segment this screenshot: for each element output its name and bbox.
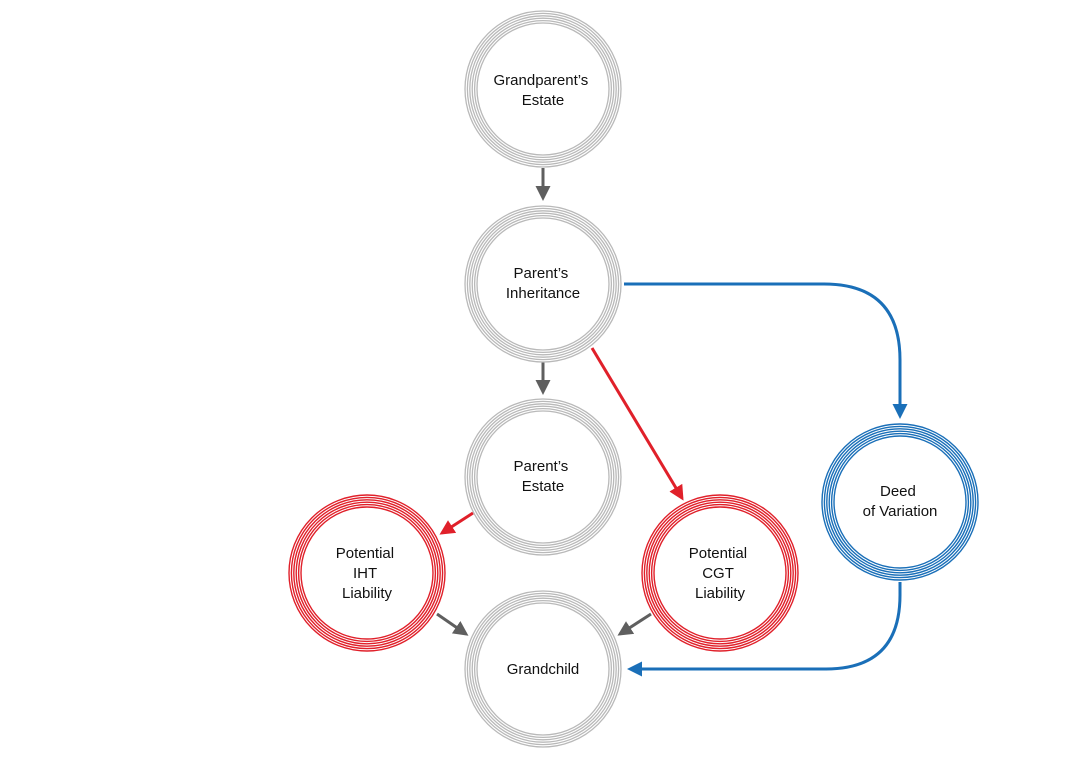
node-background: [822, 424, 978, 580]
node-ring: [288, 494, 446, 652]
node-grandchild: Grandchild: [464, 590, 622, 748]
svg-text:Potential CGT: Potential CGT Liability: [689, 545, 752, 602]
node-background: [465, 206, 621, 362]
node-ring: [466, 207, 620, 361]
node-ring: [466, 12, 620, 166]
node-background: [289, 495, 445, 651]
edge-deed-of-variation-to-grandchild: [627, 582, 902, 677]
node-ring: [295, 501, 439, 645]
node-ring: [823, 425, 977, 579]
node-potential-iht-line-1: Potential: [336, 545, 394, 562]
node-ring: [648, 501, 792, 645]
edge-parent-estate-to-potential-iht: [439, 511, 474, 535]
node-ring: [300, 506, 434, 640]
edges: [436, 168, 908, 677]
node-ring: [476, 602, 610, 736]
svg-text:Grandchild: Grandchild: [507, 661, 580, 678]
edge-potential-iht-to-grandchild: [436, 612, 469, 636]
node-deed-of-variation-line-2: of Variation: [863, 503, 938, 520]
node-ring: [464, 590, 622, 748]
node-ring: [476, 410, 610, 544]
node-ring: [290, 496, 444, 650]
node-ring: [469, 595, 617, 743]
edge-potential-cgt-to-grandchild: [617, 612, 652, 636]
node-grandchild-line-1: Grandchild: [507, 661, 580, 678]
node-ring: [641, 494, 799, 652]
node-ring: [830, 432, 970, 572]
edge-parent-inheritance-to-deed-of-variation: [624, 282, 908, 419]
node-potential-iht-liability: Potential IHT Liability: [288, 494, 446, 652]
svg-text:Parent’s Estate: Parent’s Estate: [514, 458, 573, 495]
node-ring: [469, 403, 617, 551]
node-parent-inheritance: Parent’s Inheritance: [464, 205, 622, 363]
svg-text:Grandparent’s Estate: Grandparent’s Estate: [494, 72, 593, 109]
svg-text:Deed of Variation: Deed of Variation: [863, 483, 938, 520]
node-ring: [464, 398, 622, 556]
node-parent-estate: Parent’s Estate: [464, 398, 622, 556]
svg-text:Parent’s Inheritance: Parent’s Inheritance: [506, 265, 580, 302]
node-background: [465, 11, 621, 167]
node-background: [465, 591, 621, 747]
node-ring: [650, 503, 790, 643]
node-potential-cgt-line-2: CGT: [702, 565, 734, 582]
node-ring: [643, 496, 797, 650]
nodes: Grandparent’s Estate Parent’s Inheritanc…: [288, 10, 979, 748]
node-ring: [653, 506, 787, 640]
node-ring: [473, 19, 613, 159]
node-ring: [469, 210, 617, 358]
node-grandparent-estate: Grandparent’s Estate: [464, 10, 622, 168]
node-parent-estate-line-2: Estate: [522, 478, 565, 495]
node-ring: [297, 503, 437, 643]
node-ring: [821, 423, 979, 581]
node-ring: [464, 205, 622, 363]
node-ring: [466, 400, 620, 554]
node-ring: [466, 592, 620, 746]
node-ring: [469, 15, 617, 163]
node-ring: [471, 405, 615, 549]
node-potential-cgt-line-3: Liability: [695, 585, 746, 602]
node-ring: [473, 599, 613, 739]
node-ring: [473, 407, 613, 547]
node-ring: [476, 22, 610, 156]
node-grandparent-estate-line-2: Estate: [522, 92, 565, 109]
node-potential-cgt-line-1: Potential: [689, 545, 747, 562]
node-ring: [471, 212, 615, 356]
node-ring: [828, 430, 972, 574]
node-potential-iht-line-2: IHT: [353, 565, 377, 582]
node-ring: [293, 499, 441, 647]
node-ring: [826, 428, 974, 576]
node-deed-of-variation: Deed of Variation: [821, 423, 979, 581]
svg-text:Potential IHT: Potential IHT Liability: [336, 545, 399, 602]
node-ring: [471, 17, 615, 161]
node-ring: [471, 597, 615, 741]
node-parent-inheritance-line-1: Parent’s: [514, 265, 569, 282]
node-background: [642, 495, 798, 651]
node-potential-iht-line-3: Liability: [342, 585, 393, 602]
node-parent-estate-line-1: Parent’s: [514, 458, 569, 475]
node-potential-cgt-liability: Potential CGT Liability: [641, 494, 799, 652]
node-parent-inheritance-line-2: Inheritance: [506, 285, 580, 302]
node-ring: [646, 499, 794, 647]
node-background: [465, 399, 621, 555]
node-grandparent-estate-line-1: Grandparent’s: [494, 72, 589, 89]
node-ring: [464, 10, 622, 168]
node-ring: [476, 217, 610, 351]
node-ring: [833, 435, 967, 569]
edge-parent-inheritance-to-potential-cgt: [590, 347, 684, 501]
node-deed-of-variation-line-1: Deed: [880, 483, 916, 500]
node-ring: [473, 214, 613, 354]
